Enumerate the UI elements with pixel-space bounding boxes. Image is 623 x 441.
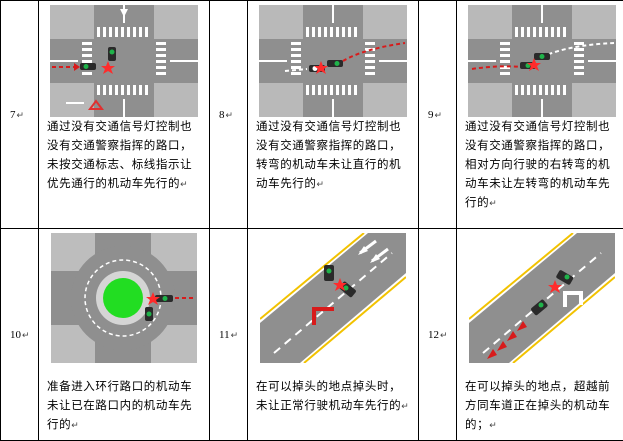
item-caption: 在可以掉头的地点掉头时，未让正常行驶机动车先行的↵ — [248, 377, 418, 416]
item-caption: 通过没有交通信号灯控制也没有交通警察指挥的路口，转弯的机动车未让直行的机动车先行… — [248, 117, 418, 194]
paragraph-mark-icon: ↵ — [435, 110, 443, 120]
caption-text: 通过没有交通信号灯控制也没有交通警察指挥的路口，相对方向行驶的右转弯的机动车未让… — [465, 119, 610, 209]
row-number-cell: 8↵ — [210, 1, 248, 229]
caption-text: 准备进入环行路口的机动车未让已在路口内的机动车先行的 — [47, 379, 192, 431]
table-row: 10↵ 准备进入环行路口的机动车未让已在路口内的机动车先行的↵ 11↵ — [1, 229, 623, 441]
paragraph-mark-icon: ↵ — [226, 110, 234, 120]
item-cell: 准备进入环行路口的机动车未让已在路口内的机动车先行的↵ — [39, 229, 210, 441]
paragraph-mark-icon: ↵ — [231, 330, 239, 340]
item-cell: 在可以掉头的地点掉头时，未让正常行驶机动车先行的↵ — [248, 229, 419, 441]
table-row: 7↵ — [1, 1, 623, 229]
item-caption: 通过没有交通信号灯控制也没有交通警察指挥的路口，相对方向行驶的右转弯的机动车未让… — [457, 117, 623, 213]
item-cell: 通过没有交通信号灯控制也没有交通警察指挥的路口，相对方向行驶的右转弯的机动车未让… — [457, 1, 623, 229]
paragraph-mark-icon: ↵ — [22, 330, 30, 340]
intersection-illustration — [50, 5, 198, 117]
paragraph-mark-icon: ↵ — [180, 179, 188, 189]
item-caption: 准备进入环行路口的机动车未让已在路口内的机动车先行的↵ — [39, 377, 209, 435]
paragraph-mark-icon: ↵ — [489, 198, 497, 208]
item-number: 8 — [219, 109, 225, 121]
paragraph-mark-icon: ↵ — [440, 330, 448, 340]
uturn-illustration — [260, 233, 406, 363]
row-number-cell: 7↵ — [1, 1, 39, 229]
caption-text: 通过没有交通信号灯控制也没有交通警察指挥的路口，未按交通标志、标线指示让优先通行… — [47, 119, 192, 190]
paragraph-mark-icon: ↵ — [489, 420, 497, 430]
item-cell: 在可以掉头的地点，超越前方同车道正在掉头的机动车的；↵ — [457, 229, 623, 441]
roundabout-illustration — [51, 233, 197, 363]
item-cell: 通过没有交通信号灯控制也没有交通警察指挥的路口，转弯的机动车未让直行的机动车先行… — [248, 1, 419, 229]
overtake-uturn-illustration — [469, 233, 615, 363]
caption-text: 通过没有交通信号灯控制也没有交通警察指挥的路口，转弯的机动车未让直行的机动车先行… — [256, 119, 401, 190]
intersection-illustration — [468, 5, 616, 117]
paragraph-mark-icon: ↵ — [71, 420, 79, 430]
paragraph-mark-icon: ↵ — [401, 401, 409, 411]
item-caption: 通过没有交通信号灯控制也没有交通警察指挥的路口，未按交通标志、标线指示让优先通行… — [39, 117, 209, 194]
item-number: 7 — [10, 109, 16, 121]
paragraph-mark-icon: ↵ — [17, 110, 25, 120]
row-number-cell: 12↵ — [419, 229, 457, 441]
row-number-cell: 10↵ — [1, 229, 39, 441]
item-number: 10 — [10, 329, 21, 341]
item-caption: 在可以掉头的地点，超越前方同车道正在掉头的机动车的；↵ — [457, 377, 623, 435]
item-cell: 通过没有交通信号灯控制也没有交通警察指挥的路口，未按交通标志、标线指示让优先通行… — [39, 1, 210, 229]
item-number: 11 — [219, 329, 230, 341]
caption-text: 在可以掉头的地点，超越前方同车道正在掉头的机动车的； — [465, 379, 610, 431]
row-number-cell: 11↵ — [210, 229, 248, 441]
item-number: 12 — [428, 329, 439, 341]
paragraph-mark-icon: ↵ — [317, 179, 325, 189]
intersection-illustration — [259, 5, 407, 117]
item-number: 9 — [428, 109, 434, 121]
row-number-cell: 9↵ — [419, 1, 457, 229]
caption-text: 在可以掉头的地点掉头时，未让正常行驶机动车先行的 — [256, 379, 401, 412]
